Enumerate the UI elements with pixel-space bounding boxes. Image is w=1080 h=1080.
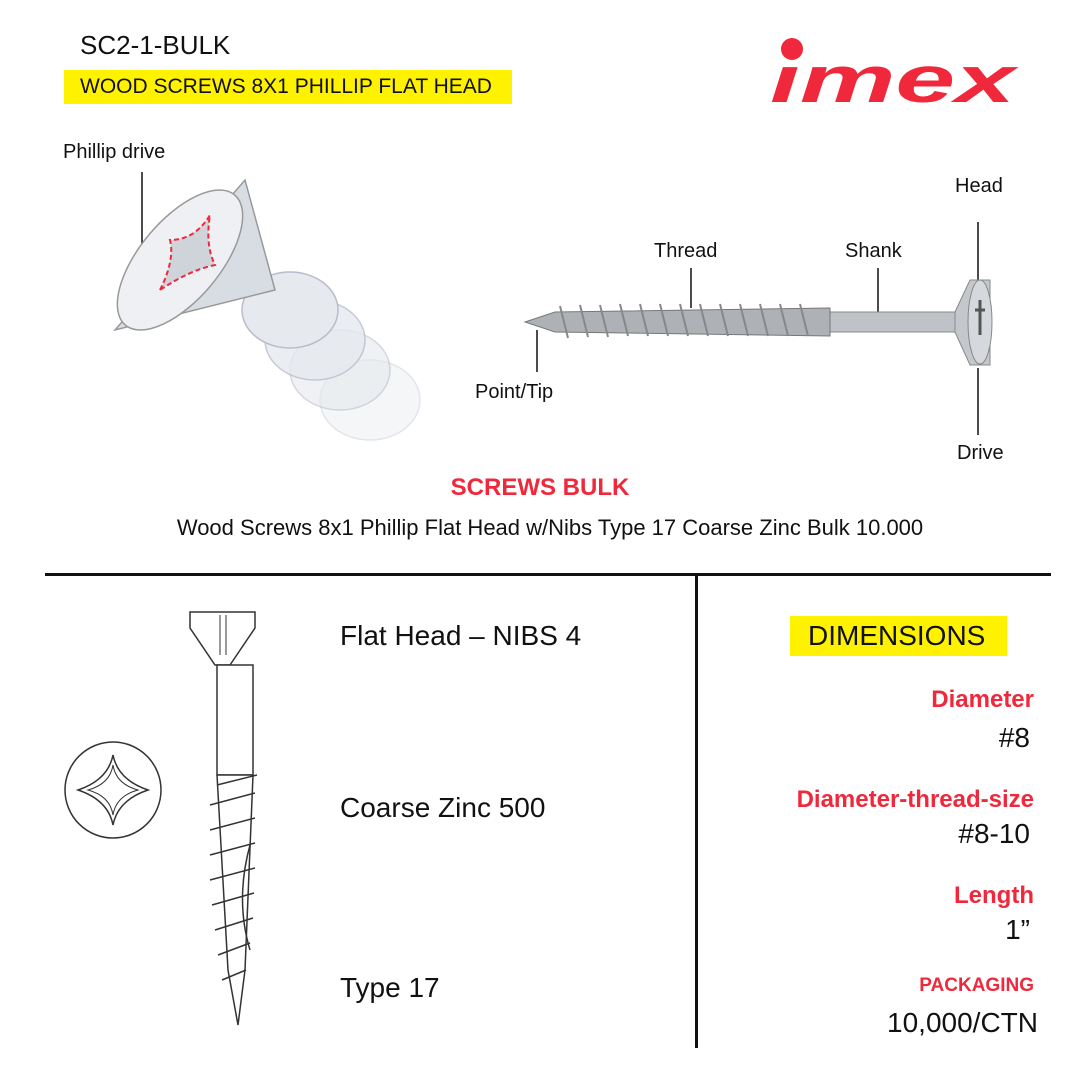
dimension-value-length: 1” (1005, 914, 1030, 945)
svg-text:ımex: ımex (770, 42, 1019, 111)
vertical-divider (695, 576, 698, 1048)
product-sku: SC2-1-BULK (80, 30, 231, 60)
imex-logo: ımex (770, 36, 1020, 116)
dimension-label-thread-size: Diameter-thread-size (796, 786, 1034, 813)
side-screw-illustration (523, 222, 993, 435)
label-point-tip: Point/Tip (475, 381, 554, 403)
feature-head-type: Flat Head – NIBS 4 (340, 620, 582, 651)
dimension-value-diameter: #8 (998, 722, 1030, 753)
dimension-value-packaging: 10,000/CTN (887, 1007, 1038, 1038)
feature-finish: Coarse Zinc 500 (340, 792, 546, 823)
horizontal-divider (45, 573, 1051, 576)
screw-line-drawing (64, 611, 258, 1026)
product-subtitle: WOOD SCREWS 8X1 PHILLIP FLAT HEAD (64, 70, 512, 104)
angled-screw-illustration (112, 172, 421, 441)
label-head: Head (955, 175, 1003, 197)
dimension-label-length: Length (954, 882, 1034, 909)
product-description: Wood Screws 8x1 Phillip Flat Head w/Nibs… (176, 515, 924, 540)
label-thread: Thread (654, 240, 718, 262)
label-phillip-drive: Phillip drive (63, 141, 166, 163)
dimension-value-thread-size: #8-10 (958, 818, 1030, 849)
dimension-label-packaging: PACKAGING (919, 975, 1034, 996)
feature-type: Type 17 (340, 972, 440, 1003)
section-title: SCREWS BULK (450, 474, 630, 501)
dimensions-heading: DIMENSIONS (790, 616, 1008, 656)
dimension-label-diameter: Diameter (931, 686, 1034, 713)
label-shank: Shank (845, 240, 902, 262)
label-drive: Drive (957, 442, 1004, 464)
